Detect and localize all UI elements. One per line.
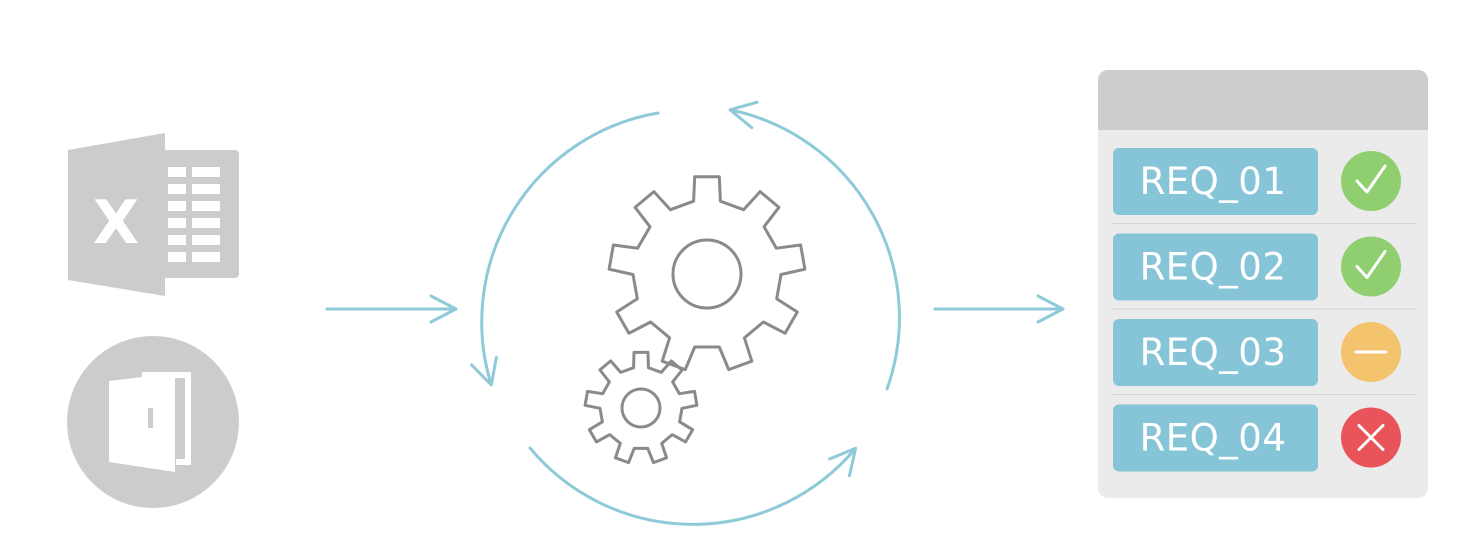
req-label: REQ_01 <box>1140 160 1287 203</box>
req-row: REQ_03 <box>1112 308 1416 386</box>
gears-icon <box>583 175 807 465</box>
req-row: REQ_01 <box>1113 148 1401 215</box>
dash-icon <box>1341 322 1401 382</box>
req-label-box <box>1113 404 1318 472</box>
small-gear <box>583 350 699 465</box>
large-gear <box>607 175 807 372</box>
cycle-arrows-icon <box>470 100 901 526</box>
req-row: REQ_04 <box>1112 394 1416 472</box>
req-label-box <box>1113 319 1318 386</box>
req-label: REQ_03 <box>1140 331 1287 374</box>
excel-letter: X <box>93 188 139 258</box>
exit-door-icon <box>67 336 239 508</box>
panel-header <box>1098 70 1428 130</box>
check-icon <box>1341 236 1401 297</box>
cross-icon <box>1341 407 1401 468</box>
req-row: REQ_02 <box>1112 223 1416 301</box>
req-label: REQ_04 <box>1140 417 1287 460</box>
req-label: REQ_02 <box>1140 246 1287 289</box>
req-label-box <box>1113 148 1318 215</box>
excel-file-icon: X <box>68 133 239 296</box>
req-label-box <box>1113 233 1318 301</box>
check-icon <box>1341 151 1401 211</box>
